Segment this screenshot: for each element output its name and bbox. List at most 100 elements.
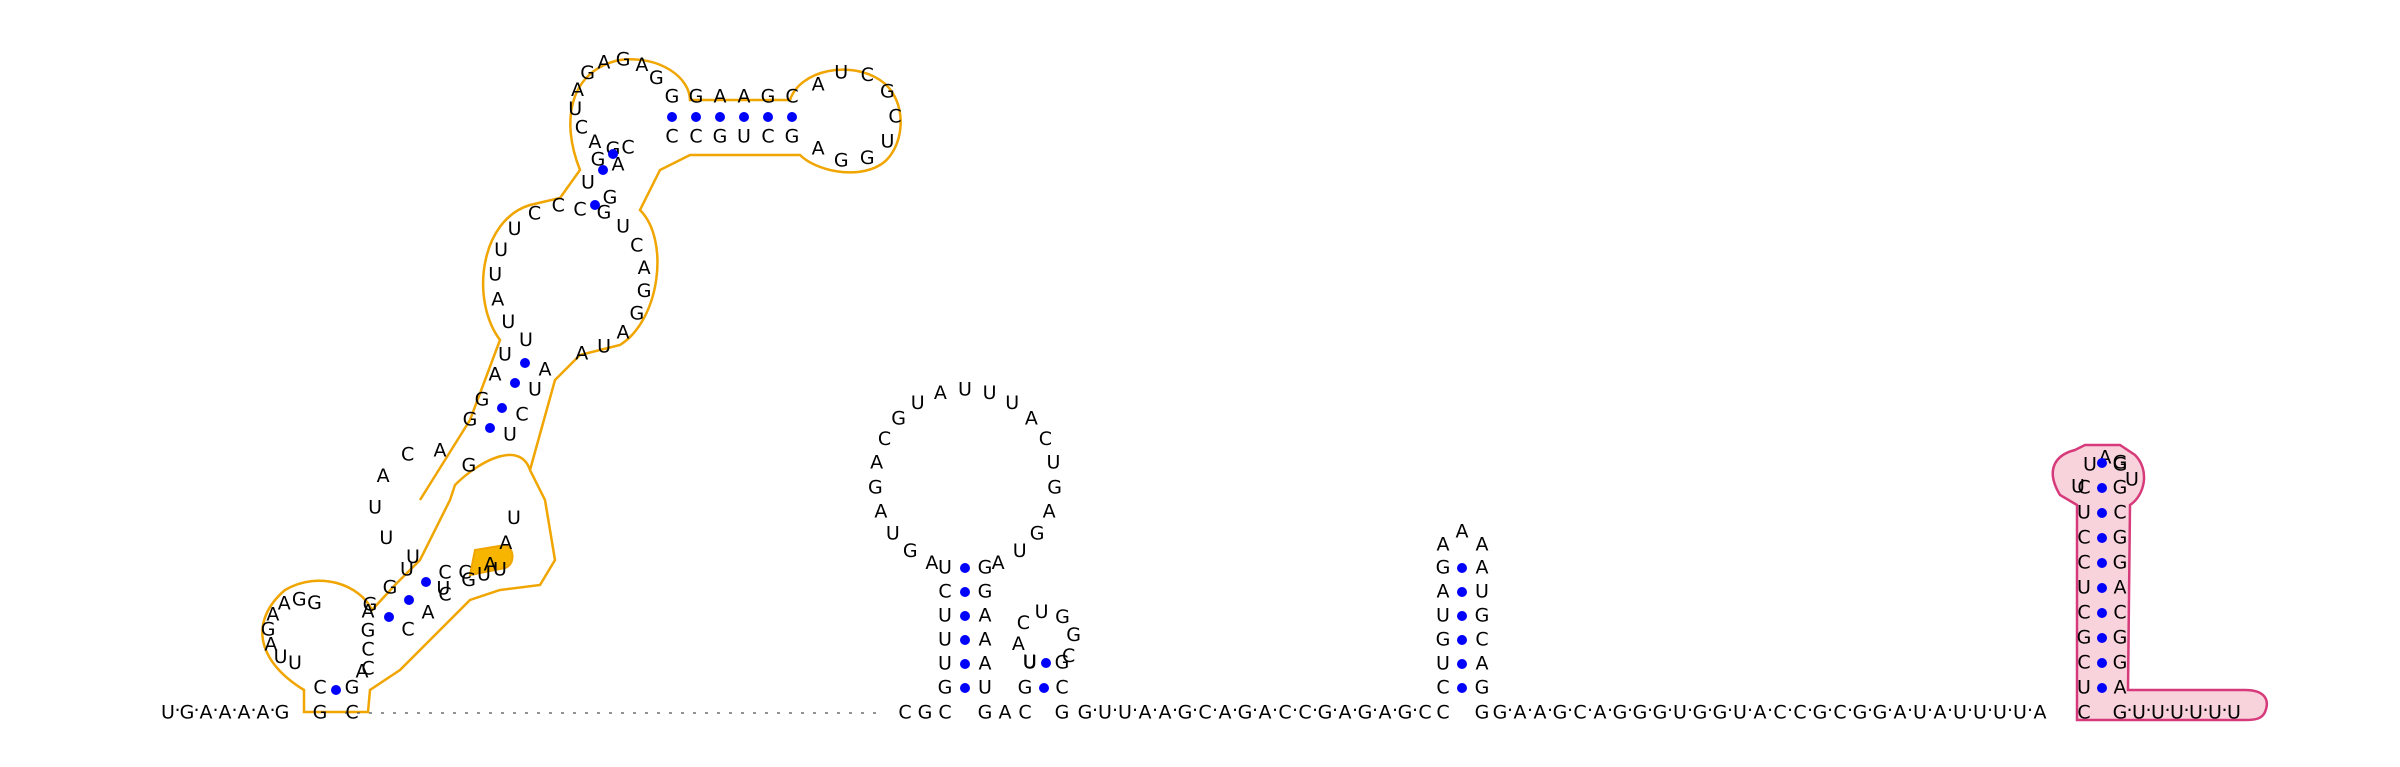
three-prime-tail-nt: U: [2132, 702, 2146, 724]
linker-nt: A: [1159, 702, 1172, 724]
base-pair-dot: [497, 403, 507, 413]
top-right-loop-nt: G: [880, 80, 895, 102]
nucleotide: C: [345, 702, 358, 724]
linker-nt: U: [1118, 702, 1132, 724]
nucleotide: C: [458, 562, 471, 584]
hairpin2-stem-nt: U: [978, 677, 992, 699]
linker-nt: U: [2013, 702, 2027, 724]
backbone-link: ·: [1947, 700, 1953, 722]
nucleotide: G: [761, 86, 776, 108]
three-prime-tail-nt: U: [2189, 702, 2203, 724]
nucleotide: A: [489, 364, 502, 386]
backbone-link: ·: [1567, 700, 1573, 722]
backbone-link: ·: [1232, 700, 1238, 722]
nucleotide: A: [356, 661, 369, 683]
nucleotide: U: [1023, 652, 1037, 674]
backbone-link: ·: [1332, 700, 1338, 722]
linker-nt: U: [1733, 702, 1747, 724]
three-prime-tail-nt: U: [2170, 702, 2184, 724]
hairpin2-stem-nt: C: [938, 581, 951, 603]
base-pair-dot: [520, 358, 530, 368]
linker-nt: U: [1973, 702, 1987, 724]
top-left-loop-nt: G: [649, 67, 664, 89]
three-prime-tail-nt: U: [2227, 702, 2241, 724]
loop2-right-nt: U: [507, 507, 521, 529]
linker-nt: C: [1298, 702, 1311, 724]
base-pair-dot: [1457, 635, 1467, 645]
backbone-link: ·: [1707, 700, 1713, 722]
base-pair-dot: [2097, 508, 2107, 518]
loop3-nt: U: [494, 239, 508, 261]
linker-nt: C: [1773, 702, 1786, 724]
nucleotide: A: [422, 602, 435, 624]
hairpin2-loop-nt: A: [1043, 501, 1056, 523]
top-right-loop-nt: G: [834, 150, 849, 172]
nucleotide: C: [898, 702, 911, 724]
hairpin2-loop-nt: A: [1025, 408, 1038, 430]
backbone-link: ·: [1192, 700, 1198, 722]
hairpin3-loop-nt: G: [1066, 624, 1081, 646]
backbone-link: ·: [2126, 700, 2132, 722]
top-left-loop-nt: A: [597, 51, 610, 73]
nucleotide: A: [1437, 534, 1450, 556]
bottom-loop-nt: G: [307, 592, 322, 614]
hairpin4-stem-nt: G: [1436, 557, 1451, 579]
base-pair-dot: [1041, 658, 1051, 668]
backbone-link: ·: [2221, 700, 2227, 722]
linker-nt: G: [1358, 702, 1373, 724]
linker-nt: A: [1594, 702, 1607, 724]
base-pair-dot: [2097, 633, 2107, 643]
loop2-nt: A: [434, 439, 447, 461]
backbone-link: ·: [1767, 700, 1773, 722]
linker-nt: G: [1493, 702, 1508, 724]
backbone-link: ·: [1547, 700, 1553, 722]
loop3-right-nt: A: [638, 257, 651, 279]
hairpin4-stem-nt: C: [1436, 677, 1449, 699]
backbone-link: ·: [2202, 700, 2208, 722]
base-pair-dot: [485, 423, 495, 433]
hairpin2-stem-nt: G: [938, 677, 953, 699]
base-pair-dot: [404, 595, 414, 605]
three-prime-tail-nt: U: [2208, 702, 2222, 724]
nucleotide: U: [737, 126, 751, 148]
terminator-stem-nt: C: [2077, 702, 2090, 724]
backbone-link: ·: [1687, 700, 1693, 722]
loop3-right-nt: G: [637, 280, 652, 302]
loop3-right-nt: U: [597, 335, 611, 357]
backbone-link: ·: [1987, 700, 1993, 722]
base-pair-dot: [384, 612, 394, 622]
backbone-link: ·: [1587, 700, 1593, 722]
hairpin4-stem-nt: A: [1476, 653, 1489, 675]
base-pair-dot: [590, 200, 600, 210]
base-pair-dot: [715, 112, 725, 122]
nucleotide: G: [463, 409, 478, 431]
linker-nt: G: [1633, 702, 1648, 724]
backbone-link: ·: [1627, 700, 1633, 722]
backbone-link: ·: [1112, 700, 1118, 722]
hairpin2-stem-nt: A: [979, 629, 992, 651]
hairpin3-loop-nt: A: [1012, 633, 1025, 655]
loop2-nt: A: [377, 465, 390, 487]
bottom-loop-nt: U: [288, 652, 302, 674]
nucleotide: C: [665, 126, 678, 148]
base-pair-dot: [2097, 658, 2107, 668]
bottom-loop-nt: U: [274, 646, 288, 668]
nucleotide: A: [1476, 534, 1489, 556]
hairpin4-stem-nt: A: [1476, 557, 1489, 579]
linker-nt: A: [2034, 702, 2047, 724]
linker-nt: G: [1553, 702, 1568, 724]
hairpin3-loop-nt: C: [1062, 645, 1075, 667]
base-pair-dot: [2097, 483, 2107, 493]
base-pair-dot: [1457, 611, 1467, 621]
top-right-loop-nt: C: [888, 106, 901, 128]
backbone-link: ·: [2027, 700, 2033, 722]
terminator-stem-nt: C: [2077, 652, 2090, 674]
nucleotide: A: [362, 601, 375, 623]
loop3-right-nt: G: [597, 202, 612, 224]
hairpin2-loop-nt: U: [1013, 540, 1027, 562]
loop2-right-nt: A: [499, 532, 512, 554]
backbone-link: ·: [1392, 700, 1398, 722]
base-pair-dot: [2097, 608, 2107, 618]
backbone-link: ·: [1372, 700, 1378, 722]
top-left-loop-nt: G: [580, 62, 595, 84]
